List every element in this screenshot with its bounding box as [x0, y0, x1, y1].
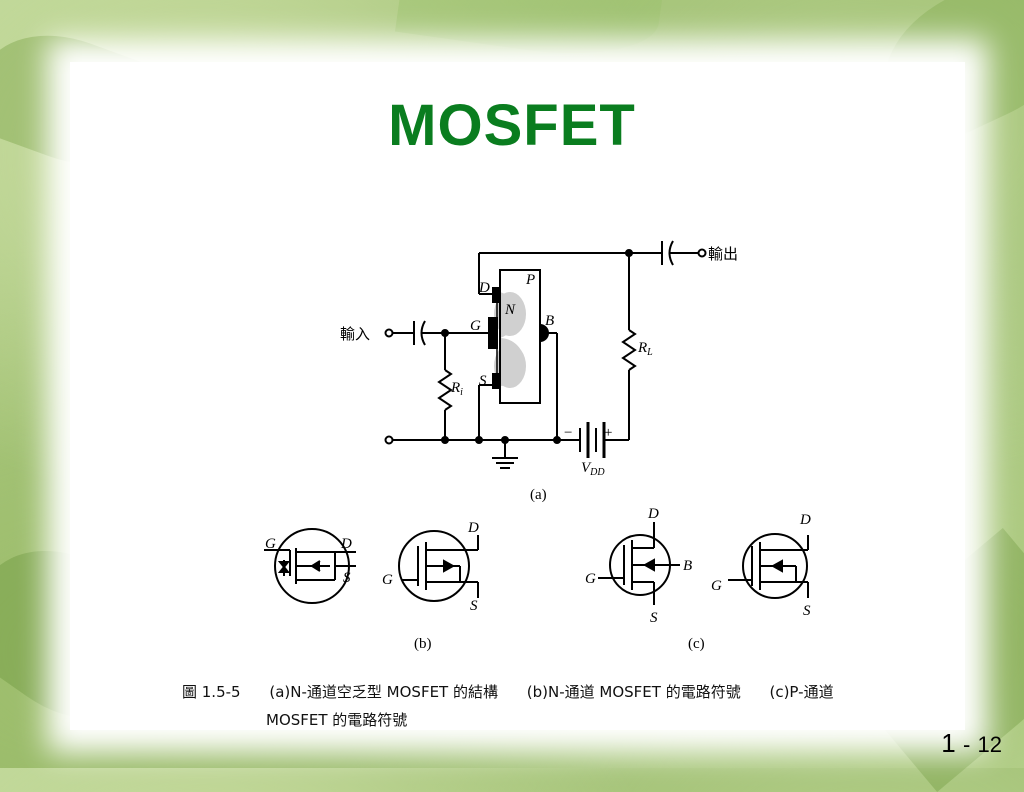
gate-label: G	[470, 318, 481, 334]
slide-title: MOSFET	[388, 93, 636, 158]
vdd-label: VDD	[581, 460, 605, 478]
source-label: S	[479, 373, 487, 389]
substrate-label: P	[525, 272, 535, 288]
page-number: 1 - 12	[941, 728, 1002, 759]
ri-label: Ri	[450, 380, 463, 398]
page-number-separator: -	[962, 732, 971, 757]
output-label: 輸出	[708, 246, 738, 263]
sym2-s: S	[470, 598, 478, 614]
sym3-b: B	[683, 558, 692, 574]
drain-label: D	[478, 280, 490, 296]
battery-minus: −	[564, 425, 572, 441]
figure-caption: 圖 1.5-5 (a)N-通道空乏型 MOSFET 的結構 (b)N-通道 MO…	[182, 678, 904, 734]
caption-line2: MOSFET 的電路符號	[266, 711, 408, 729]
mosfet-diagram: 輸入 輸出 D G S B P N Ri RL VDD − + (a) G D …	[264, 240, 811, 652]
channel-label: N	[504, 302, 516, 318]
diagram-a-circuit	[384, 240, 707, 469]
sym2-d: D	[467, 520, 479, 536]
diagram-b-symbol-1	[264, 528, 356, 604]
page-number-main: 1	[941, 728, 956, 758]
caption-part-c: (c)P-通道	[769, 683, 834, 701]
sym4-s: S	[803, 603, 811, 619]
sub-caption-b: (b)	[414, 636, 432, 652]
sym3-g: G	[585, 571, 596, 587]
page-number-sub: 12	[977, 732, 1002, 757]
sym3-s: S	[650, 610, 658, 626]
sym1-g: G	[265, 536, 276, 552]
caption-part-b: (b)N-通道 MOSFET 的電路符號	[526, 683, 741, 701]
body-label: B	[545, 313, 554, 329]
input-label: 輸入	[340, 326, 370, 343]
sub-caption-a: (a)	[530, 487, 547, 503]
caption-fig-label: 圖 1.5-5	[182, 683, 241, 701]
rl-label: RL	[637, 340, 653, 358]
sym1-s: S	[343, 570, 351, 586]
caption-part-a: (a)N-通道空乏型 MOSFET 的結構	[269, 683, 498, 701]
battery-plus: +	[604, 425, 612, 441]
sym4-d: D	[799, 512, 811, 528]
sym2-g: G	[382, 572, 393, 588]
diagram-b-symbol-2	[398, 530, 479, 602]
sub-caption-c: (c)	[688, 636, 705, 652]
sym4-g: G	[711, 578, 722, 594]
diagram-c-symbol-3	[598, 522, 680, 605]
sym1-d: D	[340, 536, 352, 552]
diagram-c-symbol-4	[728, 533, 809, 599]
sym3-d: D	[647, 506, 659, 522]
